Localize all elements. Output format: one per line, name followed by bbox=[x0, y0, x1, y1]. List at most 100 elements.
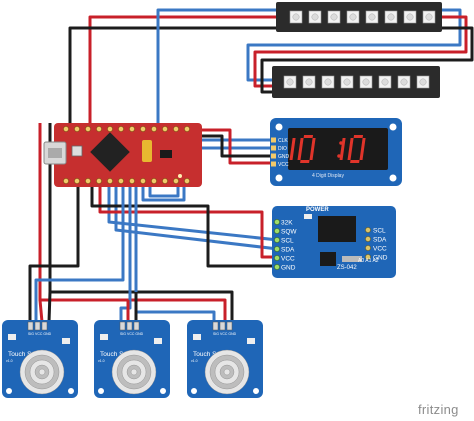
header-pin bbox=[140, 178, 146, 184]
digit-segment bbox=[289, 149, 295, 160]
sensor-component bbox=[154, 338, 162, 344]
reset-button bbox=[71, 145, 83, 157]
sensor-pin bbox=[34, 321, 41, 331]
rtc-left-pin-label: GND bbox=[281, 265, 296, 272]
mcu-chip bbox=[90, 132, 130, 172]
header-pin bbox=[129, 178, 135, 184]
digit-segment bbox=[350, 160, 360, 163]
led-strip-bottom bbox=[272, 66, 440, 98]
wire-blue-strip1 bbox=[156, 8, 282, 123]
microcontroller-board bbox=[43, 123, 202, 187]
display-pin bbox=[271, 145, 276, 151]
digit-segment bbox=[339, 149, 345, 160]
led-lens bbox=[292, 13, 300, 21]
header-pin bbox=[151, 178, 157, 184]
header-pin bbox=[85, 178, 91, 184]
sensor-component bbox=[62, 338, 70, 344]
digit-segment bbox=[300, 160, 310, 163]
header-pin bbox=[74, 126, 80, 132]
sensor-led bbox=[193, 334, 201, 340]
mount-hole bbox=[160, 388, 166, 394]
led-lens bbox=[349, 13, 357, 21]
rtc-left-pin-label: SDA bbox=[281, 247, 295, 254]
header-pin bbox=[162, 178, 168, 184]
led-lens bbox=[286, 78, 294, 86]
touch-pad-ring bbox=[38, 368, 46, 376]
led-lens bbox=[362, 78, 370, 86]
digit-segment bbox=[349, 138, 354, 149]
header-pin bbox=[129, 126, 135, 132]
rtc-right-pin-label: SDA bbox=[373, 237, 387, 244]
digit-segment bbox=[297, 149, 303, 160]
digit-segment bbox=[359, 149, 365, 160]
sensor-pin bbox=[212, 321, 219, 331]
header-pin bbox=[63, 126, 69, 132]
header-pin bbox=[107, 126, 113, 132]
header-pin bbox=[96, 178, 102, 184]
mount-hole bbox=[389, 174, 397, 182]
wire-blue-rtc-sda bbox=[114, 185, 279, 251]
sensor-pin-labels: SIG VCC GND bbox=[28, 332, 52, 336]
display-pin-label: CLK bbox=[278, 138, 288, 144]
header-pin bbox=[173, 126, 179, 132]
wire-blue-sensor3 bbox=[134, 185, 216, 322]
wire-blue-display-clk bbox=[148, 138, 278, 198]
rtc-jumper bbox=[342, 256, 362, 262]
digit-segment bbox=[291, 138, 296, 149]
rtc-right-pin bbox=[365, 245, 371, 251]
sensor-pin bbox=[119, 321, 126, 331]
digit-segment bbox=[309, 149, 315, 160]
sensor-led bbox=[100, 334, 108, 340]
led-lens bbox=[305, 78, 313, 86]
colon-dot bbox=[337, 154, 341, 158]
digit-segment bbox=[347, 149, 353, 160]
digit-segment bbox=[341, 138, 346, 149]
rtc-model-label: ZS-042 bbox=[337, 265, 357, 271]
rtc-right-pin bbox=[365, 236, 371, 242]
header-pin bbox=[151, 126, 157, 132]
colon-dot bbox=[339, 141, 343, 145]
digit-segment bbox=[353, 135, 364, 138]
mount-hole bbox=[191, 388, 197, 394]
header-pin bbox=[184, 178, 190, 184]
led-lens bbox=[419, 78, 427, 86]
rtc-right-pin bbox=[365, 254, 371, 260]
display-pin bbox=[271, 161, 276, 167]
power-led bbox=[178, 174, 182, 178]
header-pin bbox=[162, 126, 168, 132]
digit-segment bbox=[311, 138, 316, 149]
wire-red-display-vcc bbox=[200, 128, 278, 165]
header-pin bbox=[118, 126, 124, 132]
wire-red-sensors-vcc bbox=[38, 123, 227, 322]
wire-blue-sensor2 bbox=[119, 185, 132, 322]
mount-hole bbox=[253, 388, 259, 394]
rtc-led bbox=[304, 214, 312, 219]
rtc-left-pin-label: VCC bbox=[281, 256, 295, 263]
display-pin bbox=[271, 137, 276, 143]
mount-hole bbox=[6, 388, 12, 394]
sensor-pin bbox=[226, 321, 233, 331]
wire-blue-sensor1 bbox=[34, 185, 125, 322]
led-lens bbox=[381, 78, 389, 86]
wire-black-sensors-gnd bbox=[48, 123, 234, 322]
rtc-left-pin bbox=[274, 246, 280, 252]
wire-red-rtc-vcc bbox=[98, 185, 278, 259]
sensor-pin bbox=[133, 321, 140, 331]
digit-segment bbox=[299, 138, 304, 149]
rtc-right-pin-label: SCL bbox=[373, 228, 386, 235]
display-pin-label: VCC bbox=[278, 162, 289, 168]
mount-hole bbox=[275, 123, 283, 131]
display-digits bbox=[289, 135, 366, 163]
led-lens bbox=[368, 13, 376, 21]
rtc-right-pin-label: GND bbox=[373, 255, 388, 262]
board-component bbox=[160, 150, 172, 158]
header-pin bbox=[74, 178, 80, 184]
led-lens bbox=[425, 13, 433, 21]
fritzing-logo: fritzing bbox=[418, 402, 459, 417]
rtc-chip bbox=[318, 216, 356, 242]
header-pin bbox=[107, 178, 113, 184]
